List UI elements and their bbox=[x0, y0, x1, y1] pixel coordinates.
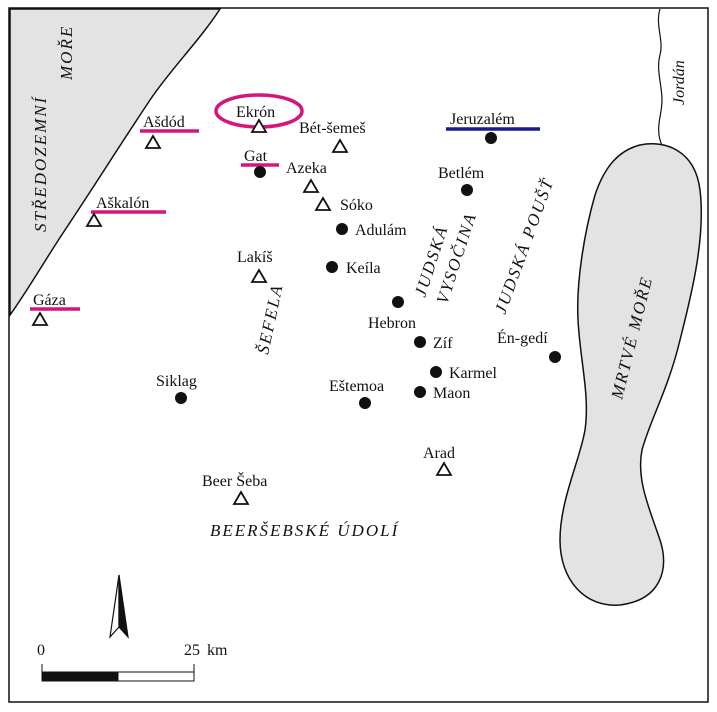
place-label-karmel: Karmel bbox=[449, 365, 498, 382]
place-label-adulam: Adulám bbox=[355, 222, 407, 239]
place-label-gat: Gat bbox=[244, 148, 268, 165]
place-label-gaza: Gáza bbox=[33, 292, 66, 309]
place-label-askalon: Aškalón bbox=[96, 195, 149, 212]
place-label-siklag: Siklag bbox=[156, 373, 197, 390]
place-label-soko: Sóko bbox=[340, 197, 373, 214]
beer-seba-triangle-icon bbox=[232, 490, 250, 505]
dead-sea bbox=[559, 143, 703, 606]
askalon-triangle-icon bbox=[85, 212, 103, 227]
ekron-triangle-icon bbox=[250, 118, 268, 133]
keila-dot-icon bbox=[326, 261, 338, 273]
place-label-zif: Zíf bbox=[433, 335, 453, 352]
azeka-triangle-icon bbox=[302, 178, 320, 193]
en-gedi-dot-icon bbox=[549, 351, 561, 363]
adulam-dot-icon bbox=[336, 223, 348, 235]
betlem-dot-icon bbox=[461, 184, 473, 196]
place-label-maon: Maon bbox=[433, 385, 470, 402]
place-label-asdod: Ašdód bbox=[143, 114, 185, 131]
bet-semes-triangle-icon bbox=[331, 138, 349, 153]
zif-dot-icon bbox=[414, 336, 426, 348]
siklag-dot-icon bbox=[175, 392, 187, 404]
scale-start-label: 0 bbox=[37, 642, 45, 659]
sea-label-1: STŘEDOZEMNÍ bbox=[31, 95, 50, 232]
place-label-betlem: Betlém bbox=[438, 165, 485, 182]
place-label-arad: Arad bbox=[423, 445, 455, 462]
place-label-en-gedi: Én-gedí bbox=[497, 328, 548, 347]
karmel-dot-icon bbox=[430, 366, 442, 378]
region-udoli: BEERŠEBSKÉ ÚDOLÍ bbox=[210, 521, 400, 540]
scale-bar bbox=[41, 664, 195, 682]
maon-dot-icon bbox=[414, 386, 426, 398]
gat-dot-icon bbox=[254, 166, 266, 178]
place-label-bet-semes: Bét-šemeš bbox=[299, 120, 366, 137]
north-arrow-icon bbox=[109, 574, 129, 639]
place-symbols bbox=[31, 118, 453, 505]
place-dots bbox=[175, 132, 561, 409]
place-label-keila: Keíla bbox=[346, 260, 381, 277]
mediterranean-sea bbox=[9, 8, 222, 318]
place-label-estemoa: Eštemoa bbox=[329, 378, 384, 395]
hebron-dot-icon bbox=[392, 296, 404, 308]
asdod-triangle-icon bbox=[144, 134, 162, 149]
place-label-ekron: Ekrón bbox=[236, 104, 275, 121]
sea-label-2: MOŘE bbox=[57, 25, 76, 81]
place-label-jeruzalem: Jeruzalém bbox=[450, 111, 515, 128]
place-label-beer-seba: Beer Šeba bbox=[202, 471, 267, 490]
place-label-hebron: Hebron bbox=[368, 315, 416, 332]
scale-end-label: 25 bbox=[184, 642, 200, 659]
lakis-triangle-icon bbox=[250, 268, 268, 283]
gaza-triangle-icon bbox=[31, 311, 49, 326]
river-label: Jordán bbox=[671, 60, 688, 105]
estemoa-dot-icon bbox=[359, 397, 371, 409]
scale-unit-label: km bbox=[207, 642, 228, 659]
arad-triangle-icon bbox=[435, 461, 453, 476]
place-label-azeka: Azeka bbox=[286, 160, 327, 177]
place-label-lakis: Lakíš bbox=[237, 249, 273, 266]
jeruzalem-dot-icon bbox=[485, 132, 497, 144]
soko-triangle-icon bbox=[314, 196, 332, 211]
